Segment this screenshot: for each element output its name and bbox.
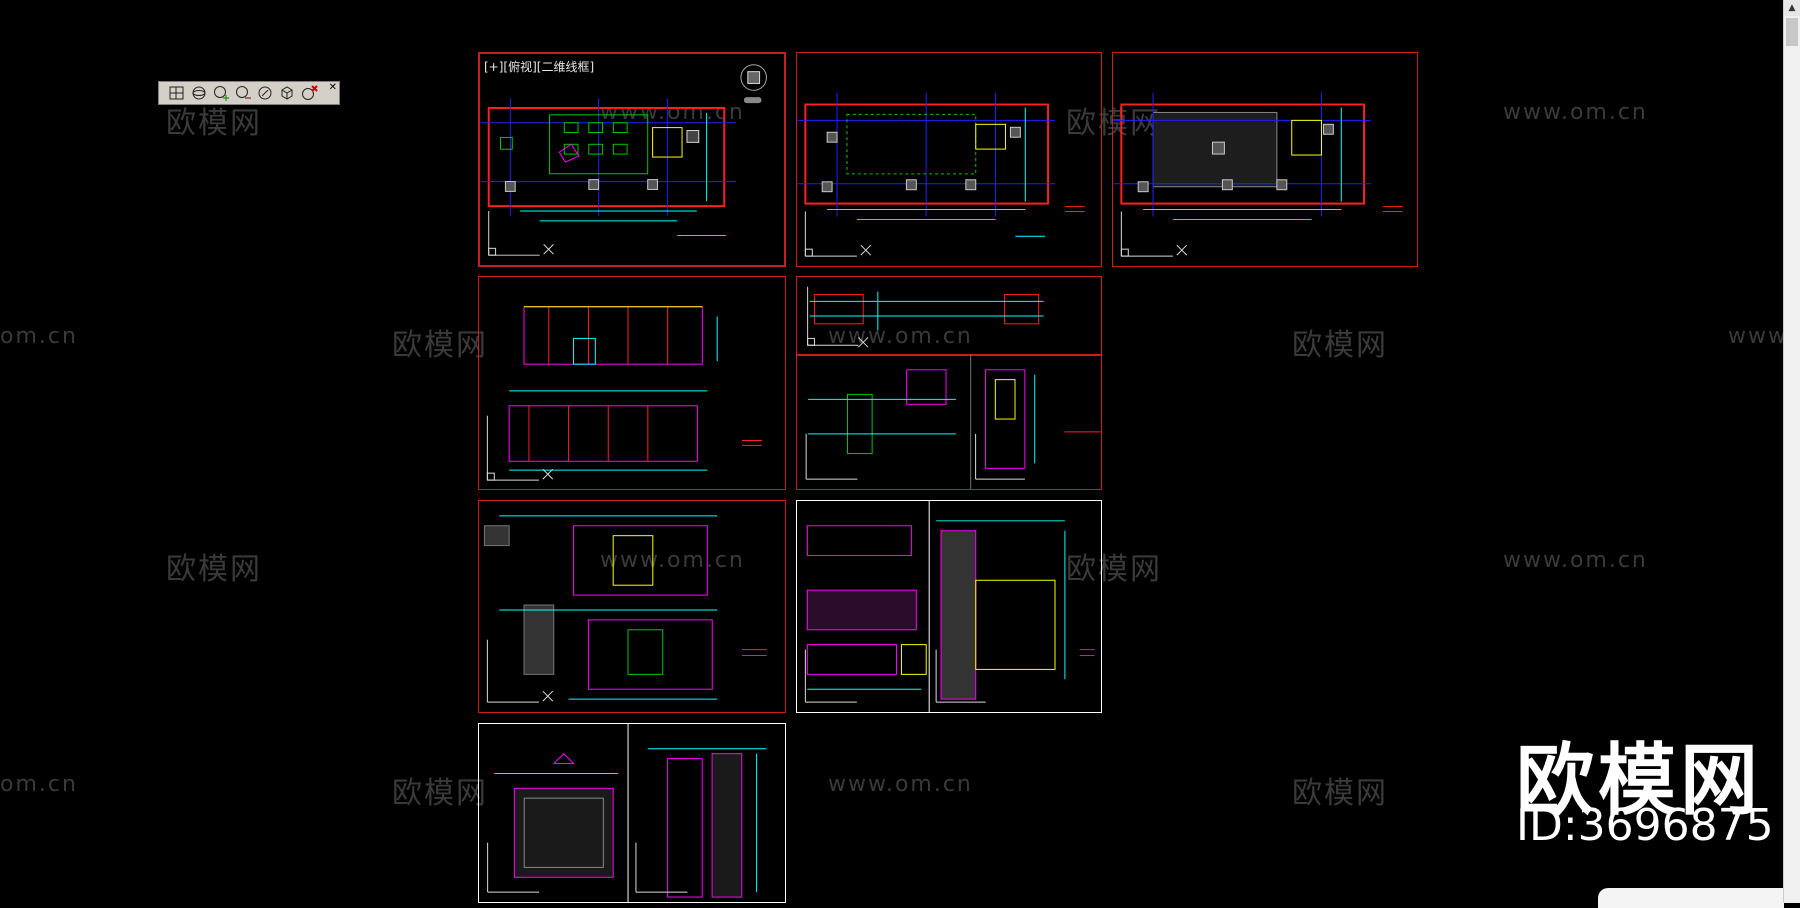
- notification-popup[interactable]: [1598, 888, 1784, 908]
- section-drawing: [807, 286, 1044, 348]
- elevation-drawing: [486, 306, 762, 481]
- view-rotate-icon[interactable]: [255, 83, 275, 103]
- drawing-viewport-active[interactable]: [+][俯视][二维线框]: [478, 52, 786, 267]
- watermark: 欧模网: [392, 328, 488, 363]
- floor-plan-drawing: [797, 92, 1085, 257]
- drawing-viewport[interactable]: [1112, 52, 1418, 267]
- view-add-icon[interactable]: [211, 83, 231, 103]
- detail-drawing: [804, 501, 1095, 712]
- view-orbit-icon[interactable]: [189, 83, 209, 103]
- view-delete-icon[interactable]: [299, 83, 319, 103]
- drawing-viewport[interactable]: [796, 354, 1102, 490]
- view-zoom-icon[interactable]: [233, 83, 253, 103]
- brand-logo: 欧模网: [1516, 736, 1763, 826]
- elevation-drawing: [483, 515, 767, 703]
- watermark: www.om.cn: [1503, 548, 1648, 573]
- scroll-thumb[interactable]: [1786, 18, 1798, 46]
- model-id: ID:3696875: [1516, 800, 1774, 851]
- floor-plan-drawing: [480, 64, 767, 256]
- watermark: om.cn: [0, 772, 78, 797]
- watermark: 欧模网: [1066, 552, 1162, 587]
- detail-drawing: [805, 355, 1101, 489]
- vertical-scrollbar[interactable]: ▲: [1783, 0, 1800, 903]
- watermark: 欧模网: [1292, 776, 1388, 811]
- close-icon[interactable]: ✕: [328, 82, 337, 93]
- floor-plan-drawing: [1113, 92, 1403, 257]
- drawing-viewport[interactable]: [478, 276, 786, 490]
- view-top-icon[interactable]: [167, 83, 187, 103]
- watermark: 欧模网: [1066, 106, 1162, 141]
- scroll-up-icon[interactable]: ▲: [1784, 0, 1800, 16]
- watermark: www.om.cn: [600, 100, 745, 125]
- watermark: 欧模网: [1292, 328, 1388, 363]
- watermark: www.om.cn: [600, 548, 745, 573]
- watermark: www.om.cn: [828, 772, 973, 797]
- watermark: www.om.cn: [1503, 100, 1648, 125]
- watermark: 欧模网: [166, 106, 262, 141]
- view-cube-icon[interactable]: [277, 83, 297, 103]
- view-toolbar[interactable]: ✕: [158, 81, 340, 105]
- drawing-viewport[interactable]: [478, 500, 786, 713]
- drawing-viewport[interactable]: [796, 500, 1102, 713]
- drawing-viewport[interactable]: [478, 723, 786, 903]
- drawing-viewport[interactable]: [796, 52, 1102, 267]
- watermark: om.cn: [0, 324, 78, 349]
- ceiling-detail-drawing: [487, 724, 767, 902]
- drawing-viewport[interactable]: [796, 276, 1102, 356]
- watermark: 欧模网: [392, 776, 488, 811]
- viewport-label[interactable]: [+][俯视][二维线框]: [484, 60, 595, 74]
- watermark: 欧模网: [166, 552, 262, 587]
